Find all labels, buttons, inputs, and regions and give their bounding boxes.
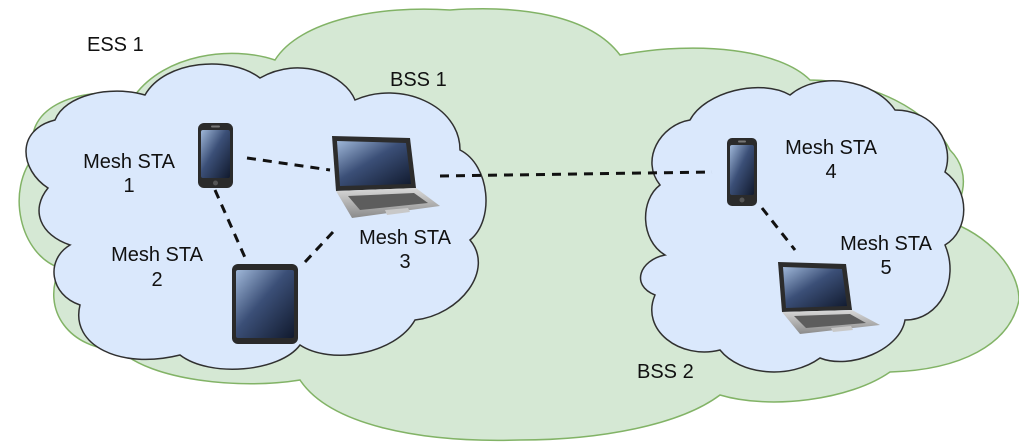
station-number: 4 xyxy=(825,161,836,183)
link-sta2-sta3 xyxy=(303,230,335,264)
bss-label: BSS 2 xyxy=(637,361,694,383)
laptop-icon xyxy=(778,262,880,334)
station-label: Mesh STA xyxy=(83,151,176,173)
station-label: Mesh STA xyxy=(359,227,452,249)
laptop-icon xyxy=(332,136,440,218)
smartphone-icon xyxy=(727,138,757,206)
link-sta1-sta2 xyxy=(213,189,249,263)
link-sta1-sta3 xyxy=(246,156,331,172)
tablet-icon xyxy=(232,264,298,344)
smartphone-icon xyxy=(198,123,233,188)
bss2-cloud xyxy=(639,80,965,373)
mesh-links xyxy=(213,156,797,264)
station-label: Mesh STA xyxy=(840,233,933,255)
station-number: 2 xyxy=(151,269,162,291)
ess-label: ESS 1 xyxy=(87,34,144,56)
bss-label: BSS 1 xyxy=(390,69,447,91)
station-number: 3 xyxy=(399,251,410,273)
station-number: 1 xyxy=(123,175,134,197)
station-number: 5 xyxy=(880,257,891,279)
link-sta3-sta4 xyxy=(439,170,713,178)
link-sta4-sta5 xyxy=(760,207,797,251)
station-label: Mesh STA xyxy=(111,244,204,266)
station-label: Mesh STA xyxy=(785,137,878,159)
